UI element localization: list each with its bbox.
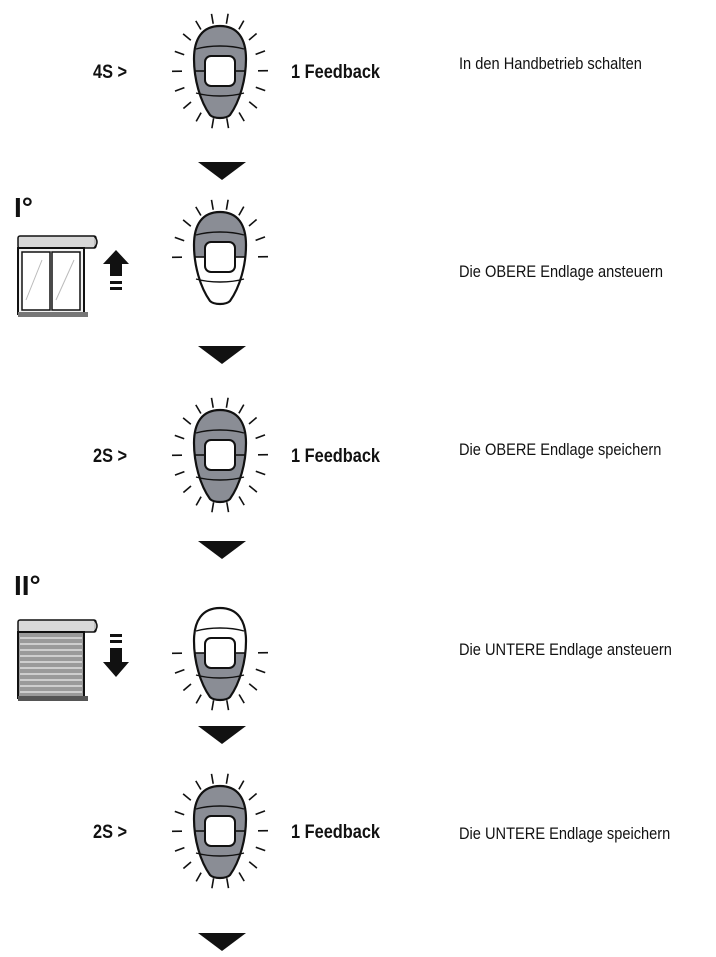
step-description: Die UNTERE Endlage ansteuern [459,640,672,659]
press-duration-label: 2S > [93,822,128,843]
arrow-up-icon [103,250,129,290]
arrow-down-icon [198,541,246,559]
feedback-label: 1 Feedback [291,446,381,467]
arrow-down-bold-icon [103,634,129,677]
step-description: Die OBERE Endlage speichern [459,440,662,459]
remote-blinking-icon [171,13,269,129]
shutter-closed-icon [17,619,98,701]
blink-rays [171,397,269,513]
press-duration-label: 4S > [93,62,128,83]
stage-lower-label: II° [14,570,41,601]
remote-down-button-blinking-icon [171,606,269,711]
press-duration-label: 2S > [93,446,128,467]
remote-blinking-icon [171,773,269,889]
remote-up-button-blinking-icon [171,199,269,306]
blink-rays [171,199,269,259]
window-open-icon [17,235,98,317]
step-description: Die UNTERE Endlage speichern [459,824,671,843]
step-description: In den Handbetrieb schalten [459,54,642,73]
arrow-down-icon [198,726,246,744]
blink-rays [171,13,269,129]
blink-rays [171,773,269,889]
blink-rays [171,651,269,711]
arrow-down-icon [198,933,246,951]
arrow-down-icon [198,162,246,180]
feedback-label: 1 Feedback [291,822,381,843]
remote-blinking-icon [171,397,269,513]
step-description: Die OBERE Endlage ansteuern [459,262,663,281]
arrow-down-icon [198,346,246,364]
feedback-label: 1 Feedback [291,62,381,83]
stage-upper-label: I° [14,192,33,223]
